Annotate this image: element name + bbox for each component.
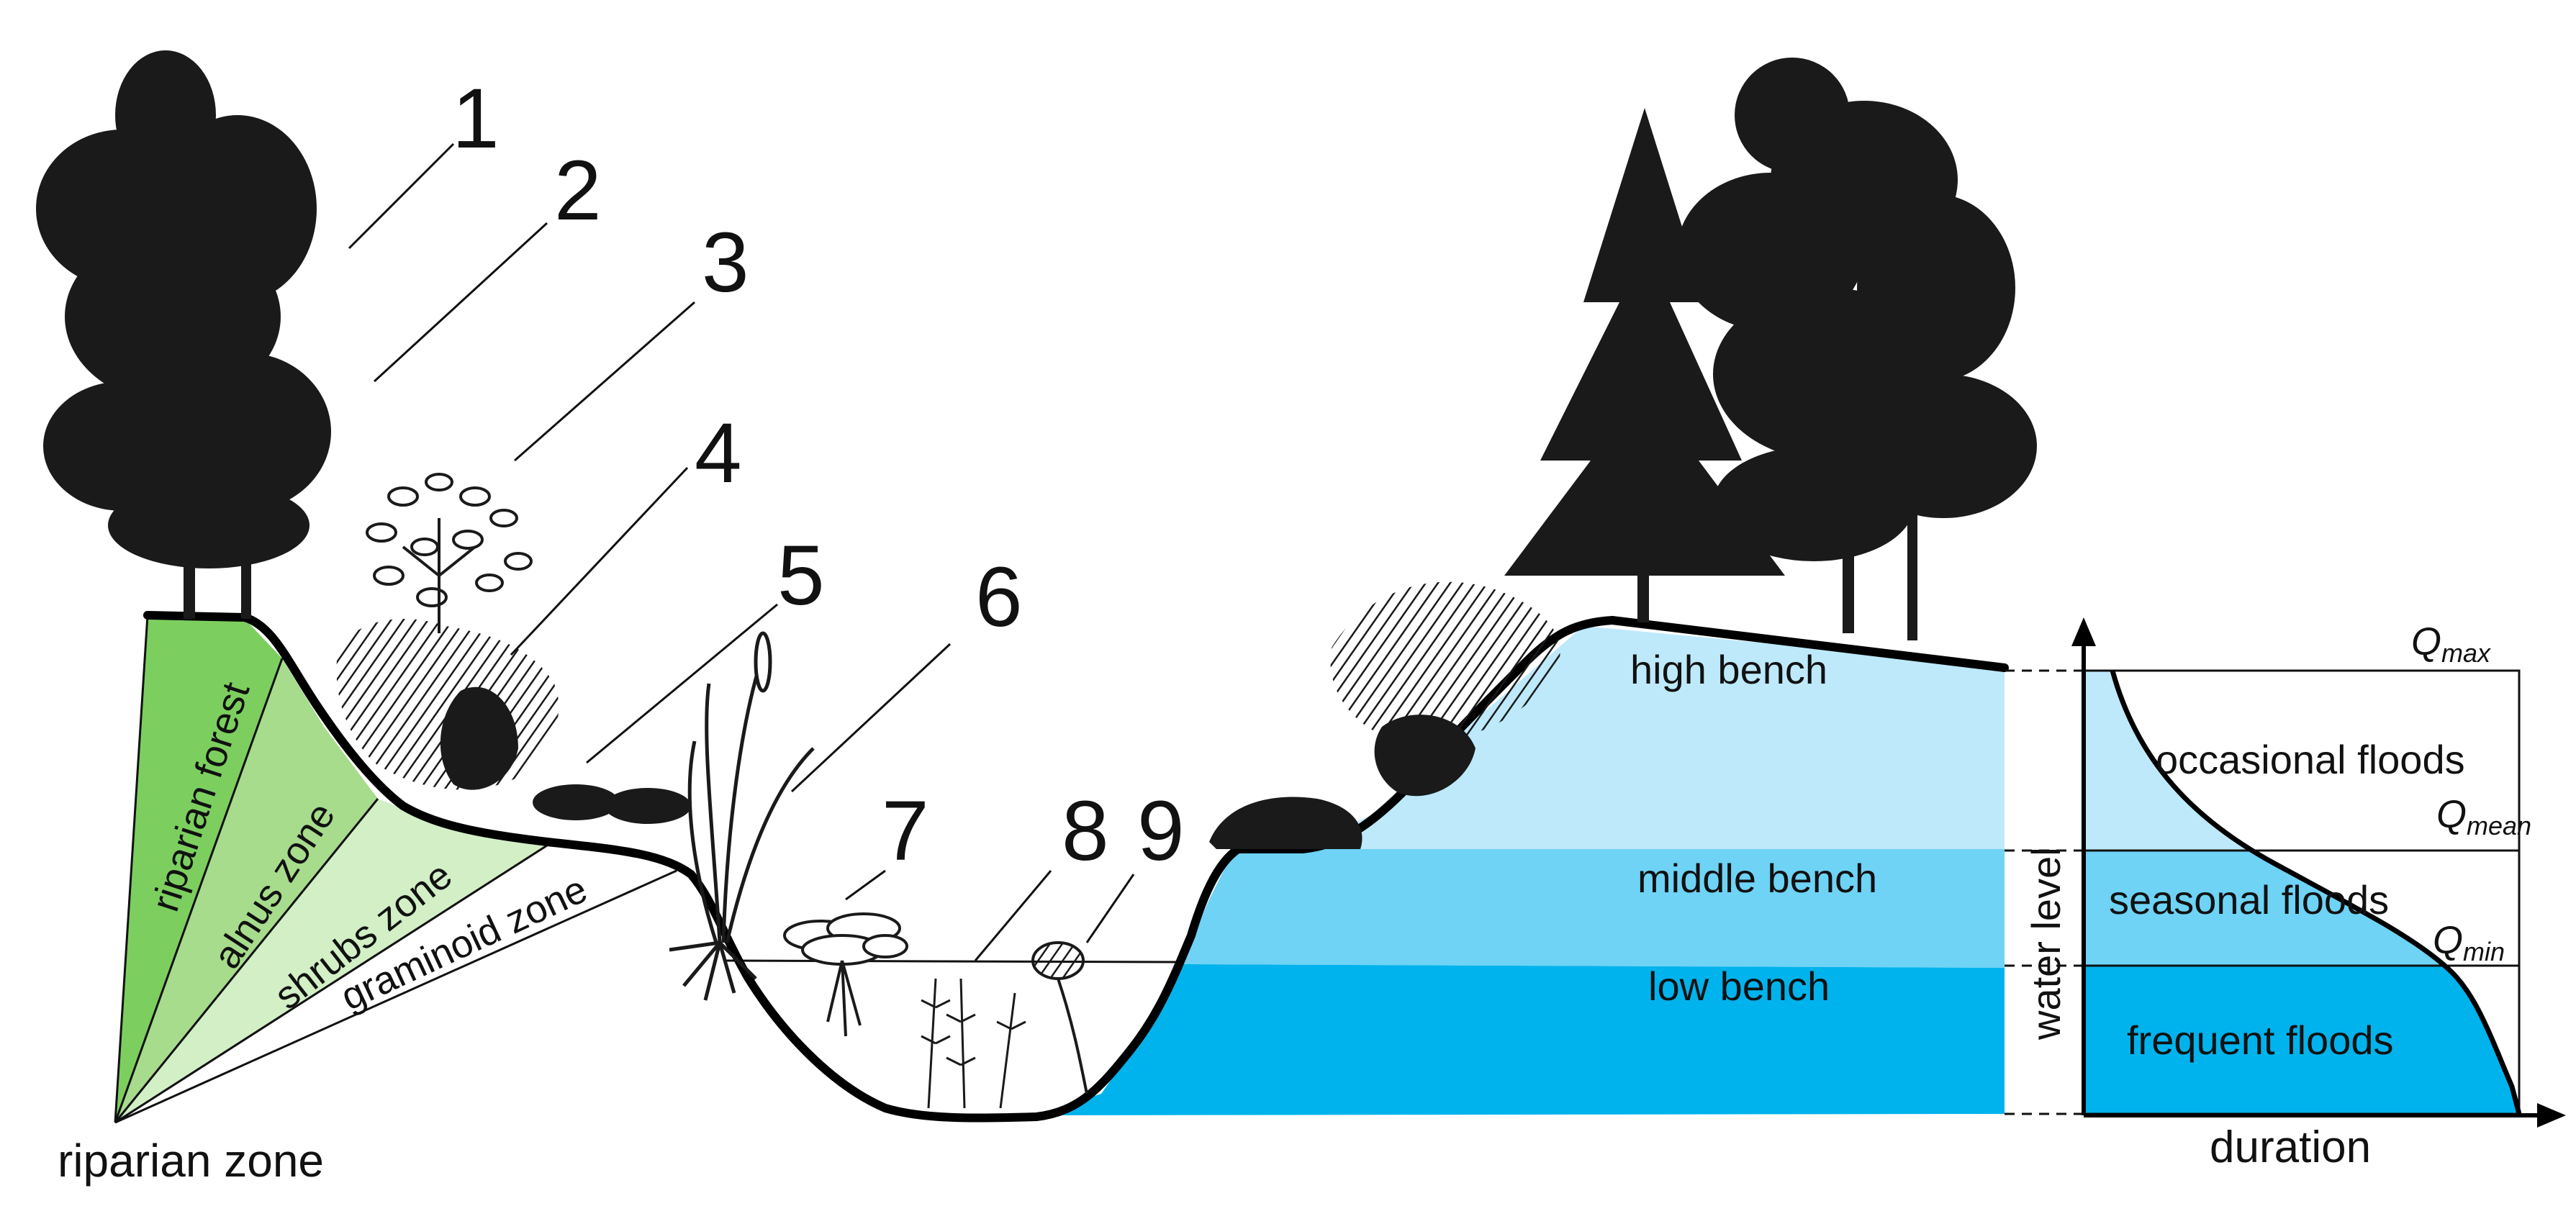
floating-leaf-plant — [783, 912, 908, 1037]
number-6: 6 — [975, 550, 1023, 645]
plant-numbers: 1 2 3 4 5 6 7 8 9 — [452, 71, 1185, 879]
riparian-forest-wedge — [115, 615, 282, 1123]
water-level-guides — [2005, 669, 2087, 1115]
low-water-fill — [1036, 964, 2005, 1115]
shrub-low — [533, 784, 691, 824]
reed-plant — [669, 631, 815, 1001]
number-leaders — [348, 142, 1135, 961]
occasional-floods-label: occasional floods — [2156, 737, 2465, 782]
number-4: 4 — [695, 406, 742, 501]
curve-clip-area — [2112, 671, 2519, 1114]
seasonal-floods-label: seasonal floods — [2109, 877, 2389, 922]
vegetation — [36, 50, 2037, 1109]
tree-right-large — [1677, 58, 2037, 640]
shrub-alder — [336, 619, 559, 790]
number-1: 1 — [452, 71, 500, 166]
shrub-leafy — [366, 473, 533, 633]
riparian-zone-fan — [114, 615, 677, 1124]
dry-season-waterline — [723, 959, 1181, 964]
tree-left-large — [36, 50, 331, 619]
middle-bench-label: middle bench — [1637, 856, 1877, 901]
graminoid-zone-wedge — [115, 845, 677, 1123]
frequent-floods-band — [2084, 966, 2519, 1114]
alnus-zone-wedge — [115, 658, 378, 1123]
number-8: 8 — [1062, 784, 1109, 879]
number-9: 9 — [1137, 784, 1185, 879]
water-level-axis-label: water level — [2023, 847, 2069, 1040]
bench-labels: high bench middle bench low bench — [1630, 647, 1877, 1009]
frequent-floods-label: frequent floods — [2127, 1017, 2393, 1063]
duration-axis-label: duration — [2210, 1123, 2371, 1172]
right-bank-shrubs — [1209, 581, 1560, 849]
number-3: 3 — [702, 215, 749, 310]
q-max-label: Qmax — [2411, 620, 2492, 668]
tree-right-conifer — [1504, 108, 1785, 622]
low-bench-label: low bench — [1648, 964, 1830, 1009]
q-min-label: Qmin — [2433, 919, 2505, 966]
middle-water-fill — [1180, 849, 2005, 968]
high-bench-label: high bench — [1630, 647, 1827, 692]
number-5: 5 — [777, 528, 825, 623]
number-7: 7 — [882, 784, 929, 879]
water-lily — [1031, 941, 1088, 1094]
riparian-zone-label: riparian zone — [58, 1135, 324, 1187]
shrubs-zone-wedge — [115, 799, 547, 1123]
q-mean-label: Qmean — [2436, 793, 2531, 840]
number-2: 2 — [554, 143, 602, 238]
river-bank-profile — [143, 611, 2009, 1123]
duration-curve — [2110, 670, 2522, 1115]
flood-duration-chart: water level duration occasional floods s… — [2023, 617, 2566, 1172]
chart-axes — [2071, 617, 2566, 1128]
submerged-plant — [921, 978, 1026, 1109]
